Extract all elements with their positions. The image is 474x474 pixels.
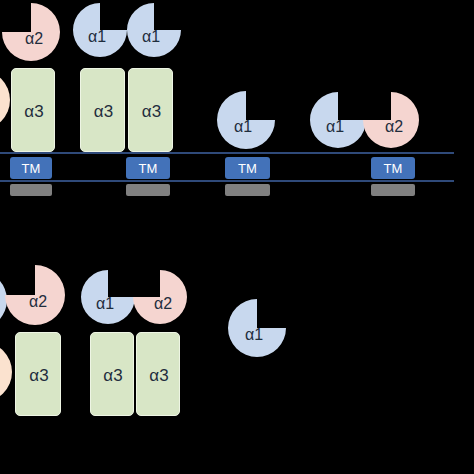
domain-label: α1 bbox=[234, 119, 252, 135]
membrane-line bbox=[0, 180, 454, 182]
alpha-domain-circle: α1 bbox=[81, 270, 135, 324]
domain-label: α2 bbox=[25, 31, 43, 47]
alpha-domain-circle: α1 bbox=[127, 3, 181, 57]
alpha-domain-circle: α1 bbox=[73, 3, 127, 57]
domain-label: TM bbox=[139, 162, 158, 175]
domain-shape bbox=[228, 299, 286, 357]
domain-shape bbox=[73, 3, 127, 57]
alpha3-domain-box: α3 bbox=[11, 68, 55, 152]
domain-label: α1 bbox=[96, 296, 114, 312]
domain-label: α2 bbox=[154, 296, 172, 312]
domain-shape bbox=[310, 92, 366, 148]
alpha3-domain-box: α3 bbox=[15, 332, 61, 416]
transmembrane-box: TM bbox=[225, 157, 270, 179]
domain-shape bbox=[363, 92, 419, 148]
domain-label: α3 bbox=[149, 367, 168, 384]
domain-shape bbox=[2, 3, 60, 61]
domain-label: α1 bbox=[88, 29, 106, 45]
transmembrane-box: TM bbox=[10, 157, 52, 179]
domain-label: α1 bbox=[326, 119, 344, 135]
domain-shape bbox=[127, 3, 181, 57]
cytoplasmic-tail bbox=[10, 184, 52, 196]
domain-shape bbox=[81, 270, 135, 324]
cytoplasmic-tail bbox=[126, 184, 170, 196]
domain-label: α2 bbox=[385, 119, 403, 135]
alpha-domain-circle: α2 bbox=[5, 265, 65, 325]
transmembrane-box: TM bbox=[126, 157, 170, 179]
alpha3-domain-box: α3 bbox=[128, 68, 173, 152]
domain-label: α2 bbox=[29, 294, 47, 310]
domain-label: α3 bbox=[24, 103, 43, 120]
domain-label: TM bbox=[238, 162, 257, 175]
domain-shape bbox=[133, 270, 187, 324]
transmembrane-box: TM bbox=[371, 157, 415, 179]
alpha-domain-circle: α2 bbox=[133, 270, 187, 324]
domain-label: α3 bbox=[103, 367, 122, 384]
membrane-line bbox=[0, 152, 454, 154]
domain-label: α1 bbox=[142, 29, 160, 45]
domain-label: α3 bbox=[29, 367, 48, 384]
cytoplasmic-tail bbox=[371, 184, 415, 196]
cytoplasmic-tail bbox=[225, 184, 270, 196]
alpha-domain-circle: α2 bbox=[363, 92, 419, 148]
alpha-domain-circle: α2 bbox=[2, 3, 60, 61]
domain-label: α3 bbox=[94, 103, 113, 120]
domain-label: α1 bbox=[245, 327, 263, 343]
partial-domain bbox=[0, 70, 10, 130]
partial-domain bbox=[0, 342, 12, 402]
domain-label: TM bbox=[22, 162, 41, 175]
domain-label: α3 bbox=[142, 103, 161, 120]
alpha-domain-circle: α1 bbox=[217, 91, 275, 149]
alpha-domain-circle: α1 bbox=[310, 92, 366, 148]
alpha3-domain-box: α3 bbox=[136, 332, 180, 416]
alpha-domain-circle: α1 bbox=[228, 299, 286, 357]
domain-label: TM bbox=[384, 162, 403, 175]
domain-shape bbox=[217, 91, 275, 149]
alpha3-domain-box: α3 bbox=[80, 68, 125, 152]
alpha3-domain-box: α3 bbox=[90, 332, 134, 416]
domain-shape bbox=[5, 265, 65, 325]
